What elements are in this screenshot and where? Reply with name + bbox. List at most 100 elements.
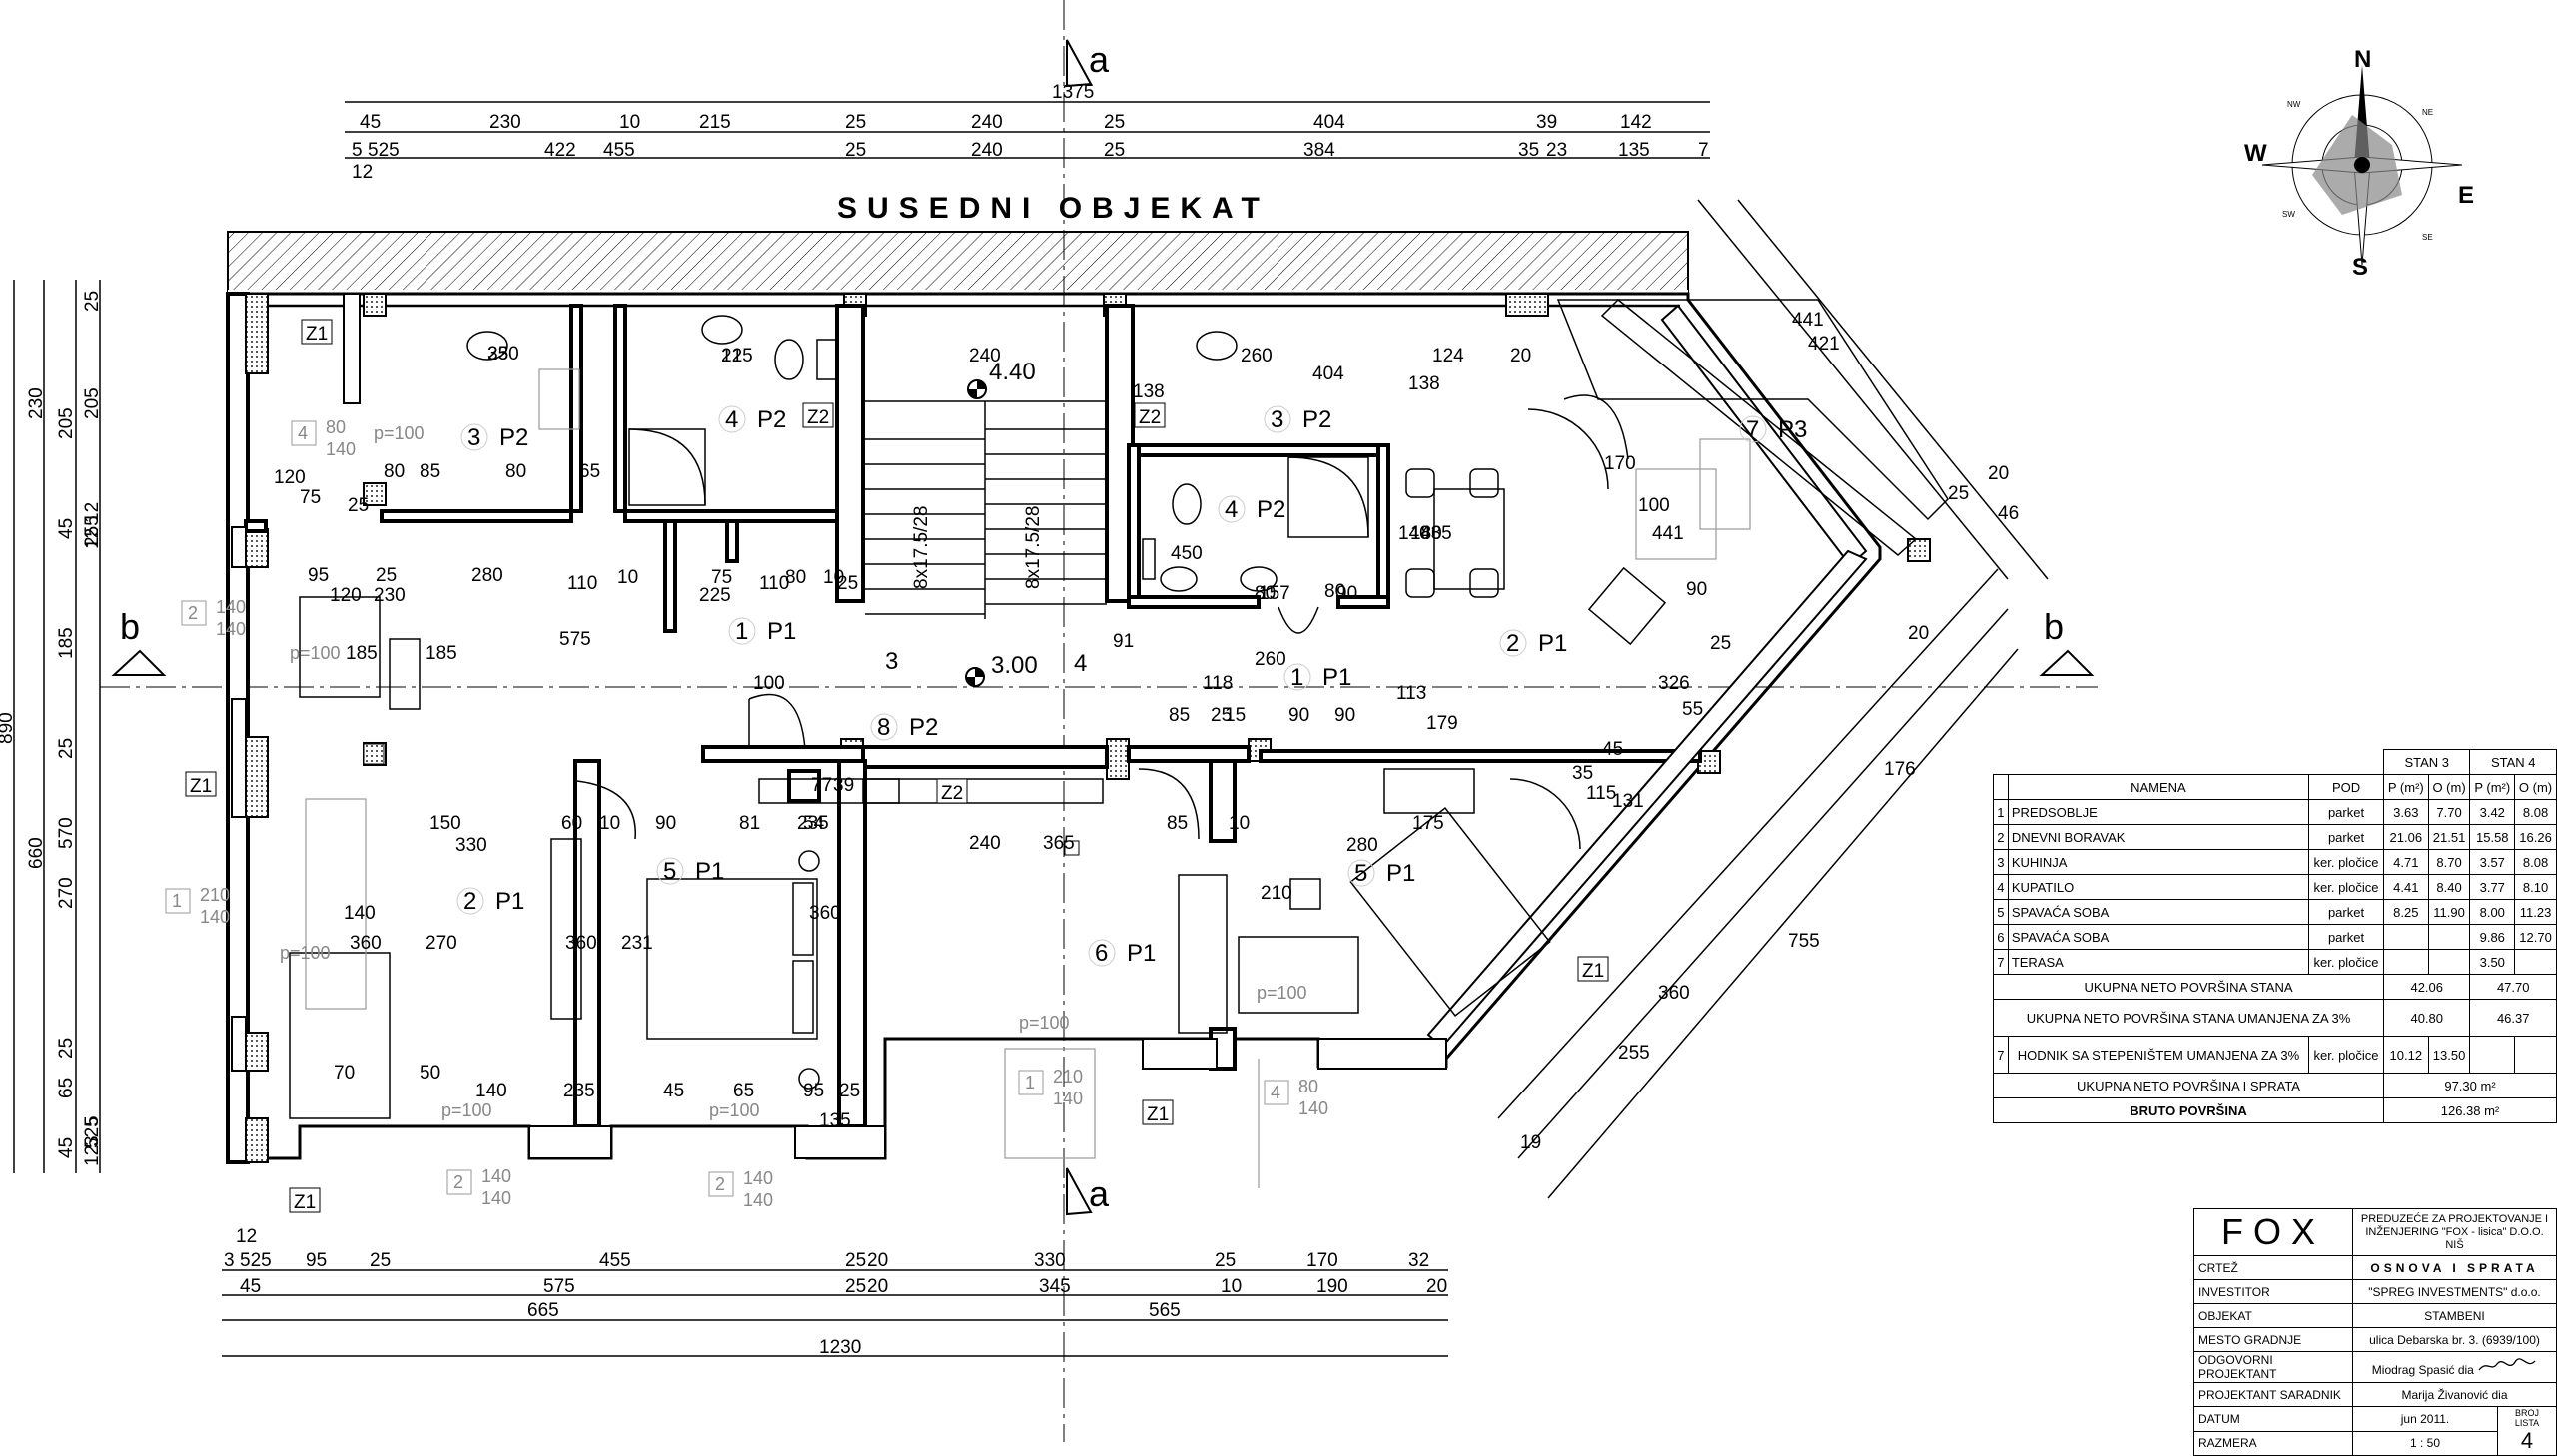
dimension-value: 115 [1586,783,1616,804]
dimension-value: 138 [1133,381,1165,402]
dimension-value: 230 [374,585,406,606]
mesto-value: ulica Debarska br. 3. (6939/100) [2352,1327,2557,1352]
section-marker-box [936,778,968,804]
section-a-top: a [1089,39,1110,80]
row-number: 1 [1993,799,2009,825]
dim-left-mid: 65 [56,1078,77,1098]
company-logo: FOX [2193,1208,2353,1256]
dimension-value: 360 [350,933,382,954]
reduced-label: UKUPNA NETO POVRŠINA STANA UMANJENA ZA 3… [1992,999,2385,1037]
dimension-value: 360 [1658,983,1690,1004]
objekat-label: OBJEKAT [2193,1303,2353,1328]
room-code: P1 [1538,630,1567,657]
col-namena: NAMENA [2007,774,2310,800]
broj-value: 4 [2520,1428,2534,1453]
dimension-value: 65 [733,1081,754,1101]
compass-sw: SW [2282,210,2295,219]
dim-bottom-r1: 525 [240,1250,272,1271]
room-label-circle [1088,939,1116,967]
room-number: 2 [463,888,476,915]
room-tag-number: 1 [1025,1073,1035,1092]
dimension-value: 85 [1167,813,1188,834]
room-code: P1 [767,618,796,645]
title-block: FOX PREDUZEĆE ZA PROJEKTOVANJE I INŽENJE… [2193,1208,2557,1456]
dimension-value: 90 [1334,705,1355,726]
dimension-value: 365 [1043,833,1075,854]
compass-se: SE [2422,233,2433,242]
dimension-value: 235 [797,813,829,834]
dim-bottom-r1: 25 [845,1250,866,1271]
dim-left-inner: 25 [82,291,103,312]
room-tag-box [1018,1070,1044,1095]
col-o4: O (m) [2514,774,2557,800]
compass-ne: NE [2422,108,2433,117]
room-tag-width: 210 [200,885,230,905]
room-tag-box [446,1169,472,1195]
section-b-left: b [120,606,140,647]
row-number: 7 [1993,949,2009,975]
dimension-value: 255 [1618,1043,1650,1064]
row-floor: ker. pločice [2308,949,2385,975]
floor-note: p=100 [374,423,425,443]
room-tag-box [708,1171,734,1197]
dimension-value: 77 [811,775,832,796]
dim-bottom-r1: 25 [1215,1250,1236,1271]
room-tag-height: 140 [326,439,356,459]
room-number: 6 [1095,940,1108,967]
room-code: P2 [499,424,528,451]
room-label-circle [1264,405,1291,433]
row-o3: 8.40 [2427,874,2471,900]
level-marker-1: 4.40 [967,359,1036,399]
dimension-value: 260 [1241,346,1273,366]
gross-val: 126.38 m² [2383,1097,2557,1123]
col-o3: O (m) [2427,774,2471,800]
dim-bottom-r3: 665 [527,1300,559,1321]
dimension-value: 90 [1686,579,1707,600]
room-tag-number: 2 [188,603,198,623]
dimension-value: 75 [711,567,732,588]
dim-bottom-r3: 565 [1149,1300,1181,1321]
dimension-value: 326 [1658,673,1690,694]
dim-bottom-r1: 20 [867,1250,888,1271]
room-tag-box [165,888,191,914]
dimension-value: 404 [1312,364,1344,384]
room-code: P1 [1386,860,1415,887]
dimension-value: 330 [455,835,487,856]
compass-w: W [2244,140,2267,167]
room-number: 2 [1506,630,1519,657]
stair-num-3: 3 [885,648,898,675]
dimension-value: 80 [384,461,405,482]
section-marker-box [185,771,217,797]
dimension-value: 45 [1602,739,1623,760]
dimension-value: 10 [1229,813,1250,834]
dimension-value: 260 [1255,649,1286,670]
dim-bottom-r1: 330 [1034,1250,1066,1271]
row-floor: parket [2308,924,2385,950]
compass-s: S [2352,254,2368,281]
dim-top-r2: 25 [1104,140,1125,161]
dim-left-230: 230 [26,387,47,419]
room-tag-height: 140 [216,619,246,639]
room-number: 4 [725,406,738,433]
floor-note: p=100 [441,1100,492,1120]
neighbor-label: SUSEDNI OBJEKAT [837,192,1270,225]
row-name: SPAVAĆA SOBA [2007,924,2310,950]
room-tag-number: 2 [715,1174,725,1194]
room-number: 5 [1354,860,1367,887]
section-marker: Z1 [1582,961,1604,982]
room-label-circle [728,617,756,645]
diagonal-dimensions [1497,199,2049,1199]
razmera-label: RAZMERA [2193,1430,2353,1456]
dim-top-r2: 240 [971,140,1003,161]
odg-name: Miodrag Spasić dia [2371,1362,2474,1377]
dimension-value: 360 [809,903,841,924]
dimension-value: 85 [1169,705,1190,726]
row-name: KUPATILO [2007,874,2310,900]
row-name: DNEVNI BORAVAK [2007,824,2310,850]
dimension-value: 435 [1420,523,1452,544]
